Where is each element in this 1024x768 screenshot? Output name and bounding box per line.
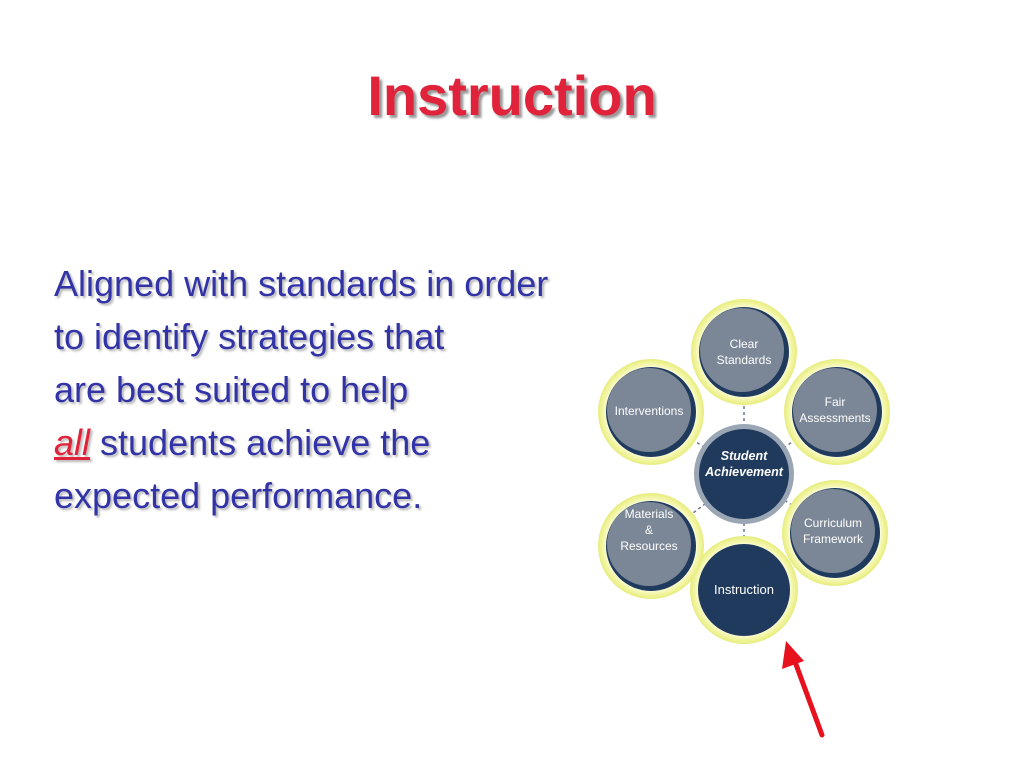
arrow-head (782, 641, 804, 669)
node-label-line: Standards (716, 353, 772, 367)
node-fair-assessments (784, 359, 890, 465)
body-line: are best suited to help (54, 369, 409, 410)
node-student-achievement (694, 424, 794, 524)
node-label-line: Instruction (714, 582, 774, 597)
node-label-fair-assessments: Fair Assessments (787, 394, 883, 426)
node-label-interventions: Interventions (601, 403, 697, 419)
node-label-line: Interventions (614, 404, 684, 418)
student-achievement-diagram: Clear Standards Fair Assessments Curricu… (590, 290, 900, 660)
node-label-instruction: Instruction (696, 582, 792, 598)
node-label-line: Fair (824, 395, 846, 409)
slide-title: Instruction (367, 64, 657, 127)
node-label-line: Assessments (799, 411, 871, 425)
node-label-clear-standards: Clear Standards (696, 336, 792, 368)
node-label-line: Student (720, 449, 768, 463)
node-label-line: Clear (729, 337, 759, 351)
node-curriculum-framework (782, 480, 888, 586)
node-label-student-achievement: Student Achievement (696, 448, 792, 480)
node-clear-standards (691, 299, 797, 405)
node-interventions (598, 359, 704, 465)
node-label-line: Materials (624, 507, 674, 521)
node-label-line: Achievement (705, 465, 783, 479)
node-label-line: Curriculum (803, 516, 862, 530)
body-line: to identify strategies that (54, 316, 445, 357)
body-line: Aligned with standards in order (54, 263, 549, 304)
node-label-materials-resources: Materials & Resources (601, 506, 697, 554)
node-label-line: & (644, 523, 653, 537)
body-line: all students achieve the (54, 416, 694, 469)
diagram-graphic (598, 299, 890, 644)
body-line: expected performance. (54, 475, 423, 516)
node-label-line: Framework (802, 532, 863, 546)
pointer-arrow (782, 641, 825, 738)
node-label-line: Resources (620, 539, 678, 553)
body-text: Aligned with standards in order to ident… (54, 257, 694, 522)
emphasis-word: all (54, 422, 91, 463)
node-materials-resources (598, 493, 704, 599)
node-label-curriculum-framework: Curriculum Framework (785, 515, 881, 547)
arrow-shaft (791, 656, 825, 738)
body-line-rest: students achieve the (90, 422, 431, 463)
node-instruction (690, 536, 798, 644)
